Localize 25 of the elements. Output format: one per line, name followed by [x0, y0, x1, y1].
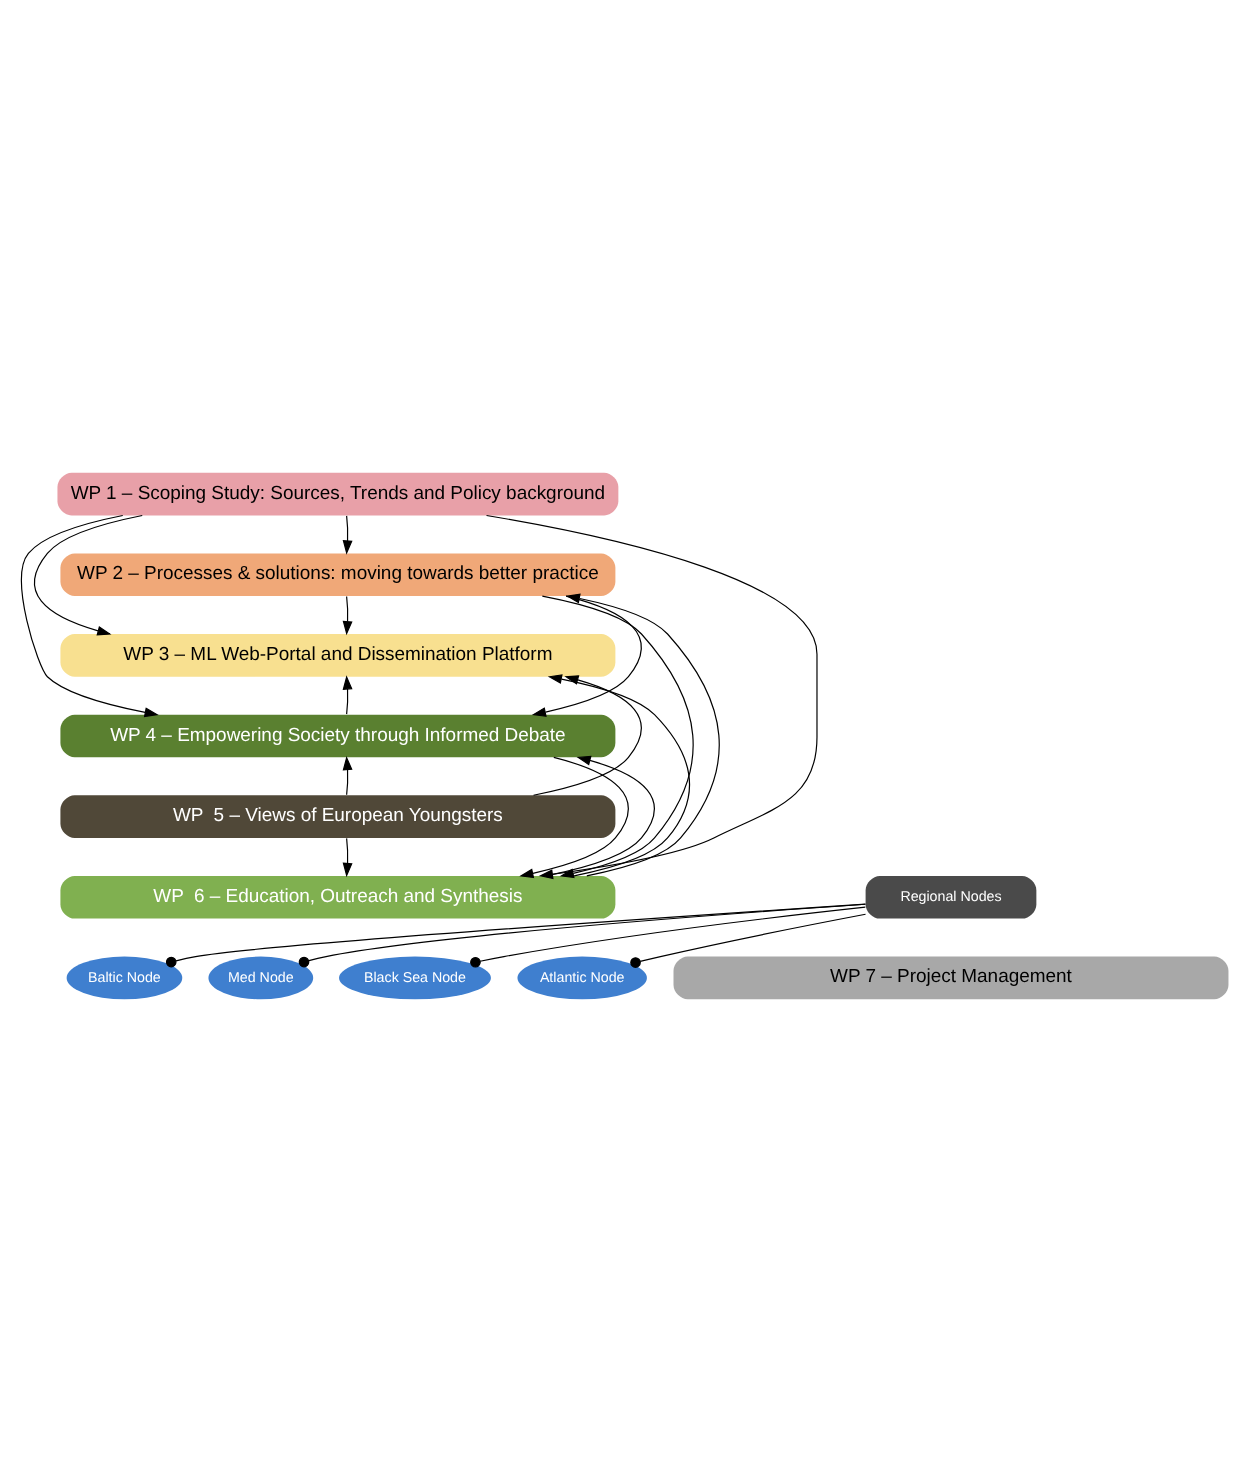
- arrow: [34, 514, 143, 636]
- arrow: [541, 595, 694, 879]
- connector: [470, 906, 866, 968]
- arrow: [21, 514, 159, 718]
- arrow: [519, 756, 629, 879]
- arrow: [342, 837, 353, 878]
- arrow: [565, 593, 720, 877]
- node-box: WP 3 – ML Web-Portal and Dissemination Platform: [60, 634, 616, 677]
- arrow: [485, 514, 818, 880]
- arrow: [547, 674, 691, 877]
- arrow: [342, 595, 353, 636]
- arrow: [342, 515, 353, 555]
- node-box: WP 7 – Project Management: [673, 956, 1229, 1000]
- arrow: [532, 675, 642, 796]
- connector: [630, 913, 867, 968]
- node-box: WP 2 – Processes & solutions: moving towards better practice: [60, 553, 616, 597]
- node-box: WP 6 – Education, Outreach and Synthesis: [60, 875, 616, 919]
- arrow: [342, 755, 353, 796]
- connector: [298, 903, 866, 968]
- connector: [165, 903, 867, 968]
- node-box: WP 1 – Scoping Study: Sources, Trends and Policy background: [57, 472, 619, 516]
- node-box: WP 5 – Views of European Youngsters: [60, 795, 616, 838]
- arrow: [342, 675, 353, 715]
- node-box: WP 4 – Empowering Society through Informed Debate: [60, 714, 616, 758]
- arrow: [531, 595, 642, 717]
